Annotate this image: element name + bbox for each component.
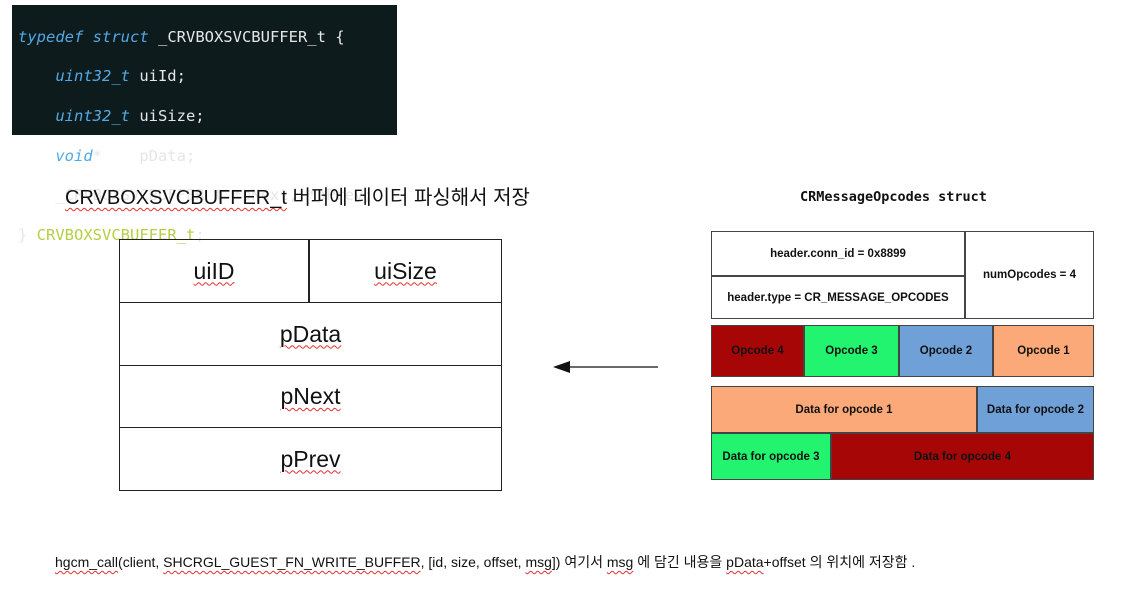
code-text: uiSize; [129,106,205,125]
cell-pprev: pPrev [120,428,501,490]
code-text: } [18,225,37,244]
buffer-heading: CRVBOXSVCBUFFER_t 버퍼에 데이터 파싱해서 저장 [65,181,530,210]
footer-text: 에 담긴 내용을 [633,554,727,570]
code-line-4: void* pData; [18,147,391,167]
code-text: uiId; [129,67,186,86]
code-text: _CRVBOXSVCBUFFER_t *pNext, *pPrev; [55,186,373,205]
cell-uisize-label: uiSize [374,257,437,284]
footer-const: SHCRGL_GUEST_FN_WRITE_BUFFER [163,554,421,570]
code-type: uint32_t [55,106,130,125]
code-line-2: uint32_t uiId; [18,67,391,87]
num-opcodes: numOpcodes = 4 [965,231,1094,319]
heading-text: 버퍼에 데이터 파싱해서 저장 [286,187,530,209]
cell-pdata-label: pData [279,320,342,347]
cell-pdata: pData [120,303,501,366]
cell-uiid-label: uiID [193,257,235,284]
cell-uiid: uiID [120,240,310,303]
data-opcode-2: Data for opcode 2 [977,386,1094,433]
code-text: * pData; [92,146,196,165]
data-opcode-1: Data for opcode 1 [711,386,977,433]
footer-pdata: pData [726,554,764,570]
arrow-left-icon [553,361,658,373]
opcode-2: Opcode 2 [899,325,993,377]
header-type: header.type = CR_MESSAGE_OPCODES [711,276,965,319]
code-line-5: _CRVBOXSVCBUFFER_t *pNext, *pPrev; [18,186,391,206]
cell-pprev-label: pPrev [280,445,341,472]
footer-text: , [id, size, offset, [420,554,526,570]
header-conn-id: header.conn_id = 0x8899 [711,231,965,276]
footer-text: +offset 의 위치에 저장함 . [763,554,916,570]
heading-type-name: CRVBOXSVCBUFFER_t [65,187,287,209]
code-line-3: uint32_t uiSize; [18,107,391,127]
opcode-1: Opcode 1 [993,325,1094,377]
cell-pnext: pNext [120,366,501,428]
code-text: ; [195,225,205,244]
code-line-1: typedef struct _CRVBOXSVCBUFFER_t { [18,28,391,48]
footer-note: hgcm_call(client, SHCRGL_GUEST_FN_WRITE_… [55,552,915,572]
cell-uisize: uiSize [310,240,501,303]
data-opcode-4: Data for opcode 4 [831,433,1094,480]
opcode-3: Opcode 3 [804,325,899,377]
code-snippet: typedef struct _CRVBOXSVCBUFFER_t { uint… [12,5,397,244]
buffer-table: uiID uiSize pData pNext pPrev [119,239,502,491]
code-type: void [55,146,93,165]
code-keyword: typedef struct [18,27,149,46]
footer-msg: msg [525,554,552,570]
opcode-4: Opcode 4 [711,325,804,377]
footer-msg: msg [606,554,634,570]
code-text: _CRVBOXSVCBUFFER_t { [148,27,345,46]
footer-text: ]) 여기서 [551,554,607,570]
footer-text: (client, [118,554,164,570]
code-type: uint32_t [55,67,130,86]
cell-pnext-label: pNext [280,383,341,409]
footer-func: hgcm_call [55,554,119,570]
struct-title: CRMessageOpcodes struct [800,189,987,205]
data-opcode-3: Data for opcode 3 [711,433,831,480]
